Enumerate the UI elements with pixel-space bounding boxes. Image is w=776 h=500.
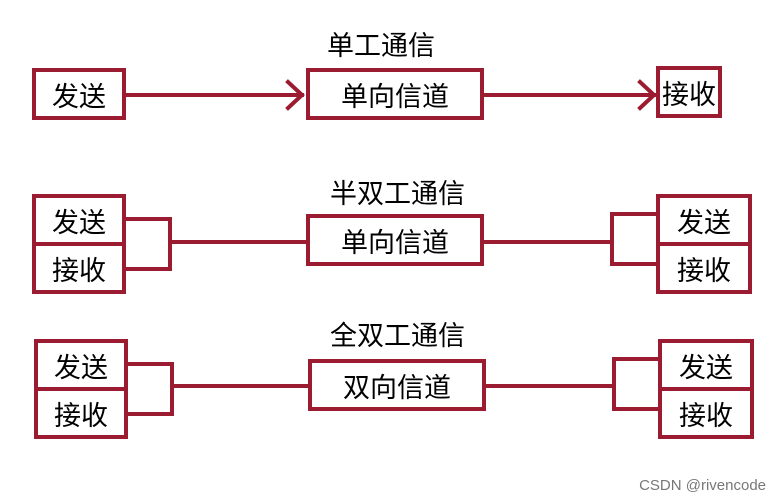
simplex-arrowhead-1 — [285, 79, 305, 111]
simplex-channel-box: 单向信道 — [306, 68, 484, 120]
half-duplex-left-bracket — [122, 217, 172, 271]
full-duplex-right-receive-box: 接收 — [658, 387, 754, 439]
full-duplex-right-bracket — [612, 357, 662, 411]
half-duplex-right-receive-box: 接收 — [656, 242, 752, 294]
half-duplex-left-send-box: 发送 — [32, 194, 126, 246]
half-duplex-channel-box: 单向信道 — [306, 214, 484, 266]
half-duplex-right-bracket — [610, 212, 660, 266]
half-duplex-left-receive-box: 接收 — [32, 242, 126, 294]
full-duplex-left-send-box: 发送 — [34, 339, 128, 391]
full-duplex-left-bracket — [124, 362, 174, 416]
simplex-arrowhead-2 — [637, 79, 657, 111]
half-duplex-right-send-box: 发送 — [656, 194, 752, 246]
simplex-title: 单工通信 — [327, 31, 435, 62]
full-duplex-title: 全双工通信 — [330, 321, 465, 352]
simplex-receive-box: 接收 — [656, 66, 722, 118]
simplex-send-box: 发送 — [32, 68, 126, 120]
full-duplex-left-receive-box: 接收 — [34, 387, 128, 439]
full-duplex-right-send-box: 发送 — [658, 339, 754, 391]
full-duplex-channel-box: 双向信道 — [308, 359, 486, 411]
half-duplex-title: 半双工通信 — [330, 179, 465, 210]
watermark: CSDN @rivencode — [639, 477, 766, 494]
